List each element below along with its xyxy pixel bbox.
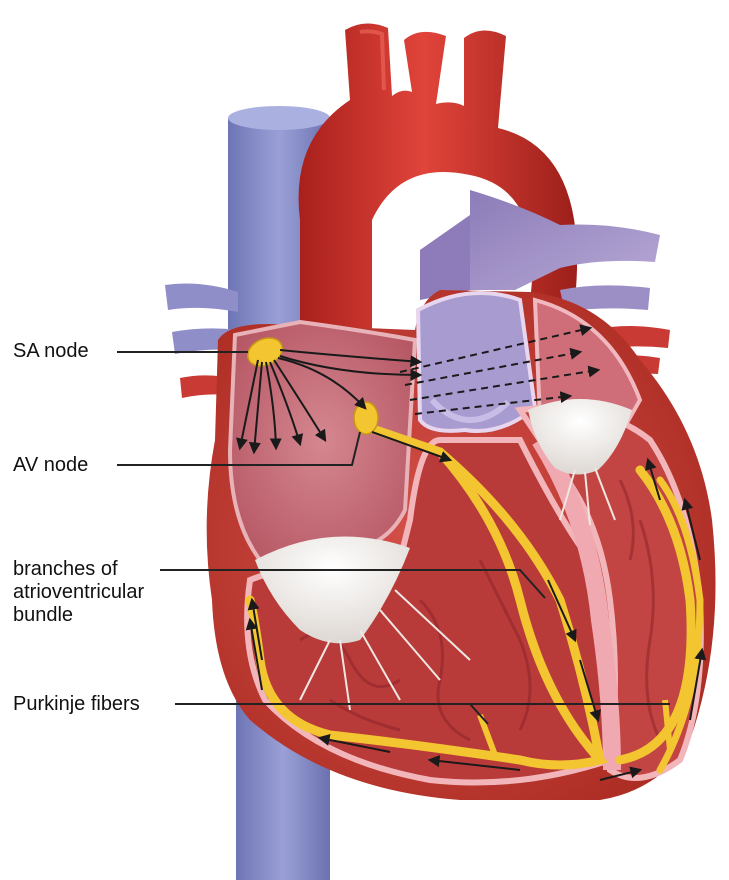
- branches-label-line-2: atrioventricular: [13, 581, 144, 604]
- av-node: [354, 402, 378, 434]
- av-node-label: AV node: [13, 454, 88, 477]
- sa-node-label: SA node: [13, 340, 89, 363]
- purkinje-fibers-label: Purkinje fibers: [13, 693, 140, 716]
- atrioventricular-bundle-branches-label: branches of atrioventricular bundle: [13, 558, 144, 627]
- branches-label-line-3: bundle: [13, 604, 144, 627]
- branches-label-line-1: branches of: [13, 558, 144, 581]
